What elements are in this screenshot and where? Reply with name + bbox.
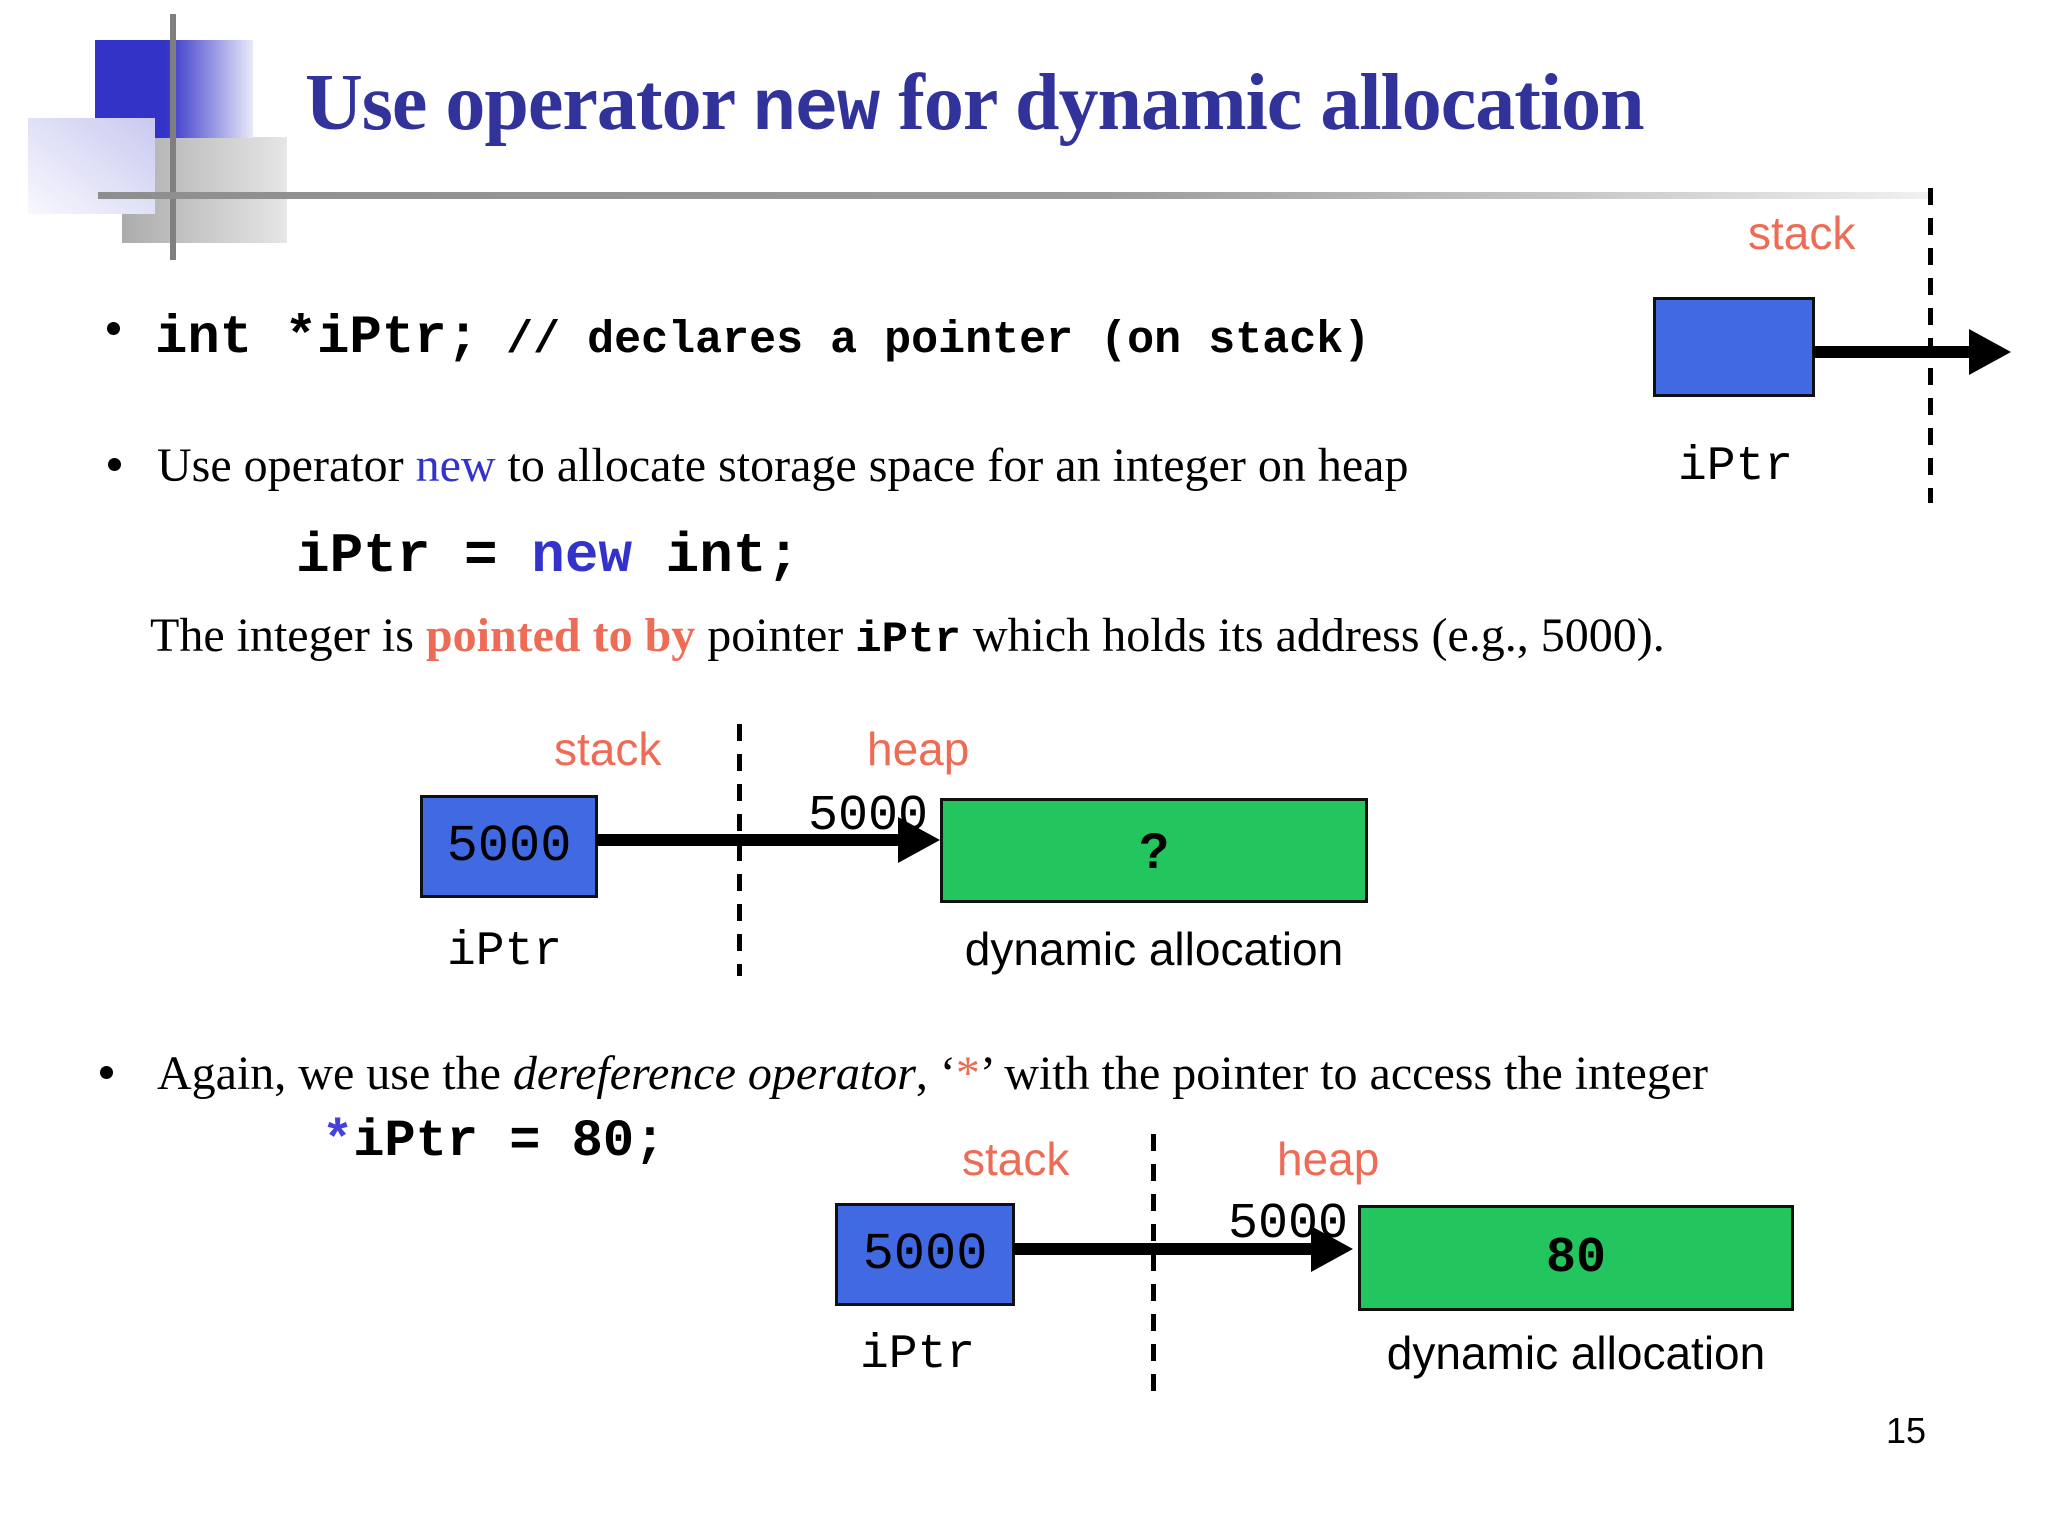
title-keyword-new: new	[752, 69, 881, 151]
diagram2-address-label: 5000	[1227, 1196, 1348, 1253]
code1-keyword-new: new	[531, 524, 633, 588]
bullet2-pre: Use operator	[157, 439, 416, 492]
diagram2-caption: dynamic allocation	[1386, 1327, 1766, 1379]
code1-line: iPtr = new int;	[296, 524, 800, 588]
title-pre: Use operator	[305, 59, 753, 147]
code2-star: *	[322, 1112, 354, 1171]
bullet2-line: Use operator new to allocate storage spa…	[157, 438, 1408, 493]
diagram1-pointer-cell: 5000	[420, 795, 598, 898]
diagram2-stack-label: stack	[962, 1133, 1070, 1185]
bullet-dot-2	[108, 458, 121, 471]
code2-rest: iPtr = 80;	[353, 1112, 666, 1171]
title-divider-line	[98, 192, 1930, 199]
bullet-dot-1	[107, 322, 120, 335]
bullet3-star: *	[955, 1047, 980, 1100]
bullet1-comment: // declares a pointer (on stack)	[479, 315, 1370, 366]
bullet1-code: int *iPtr;	[155, 308, 480, 369]
diagram1-stack-label: stack	[554, 723, 662, 775]
diagram1-heap-cell: ?	[940, 798, 1368, 903]
diagram2-heap-label: heap	[1277, 1133, 1380, 1185]
pointer-arrow-shaft-top	[1813, 346, 1971, 358]
stack-region-label-top: stack	[1748, 207, 1856, 259]
bullet3-mid: , ‘	[915, 1047, 956, 1100]
page-number: 15	[1886, 1410, 1927, 1451]
diagram2-heap-value: 80	[1545, 1229, 1606, 1287]
diagram1-address-label: 5000	[807, 788, 928, 845]
explain-post: which holds its address (e.g., 5000).	[960, 609, 1665, 662]
diagram1-caption: dynamic allocation	[964, 923, 1344, 975]
bullet-dot-3	[100, 1066, 113, 1079]
pointer-arrow-head-top	[1969, 329, 2011, 375]
pointer-cell-top	[1653, 297, 1815, 397]
diagram2-heap-cell: 80	[1358, 1205, 1794, 1311]
bullet3-pre: Again, we use the	[157, 1047, 513, 1100]
diagram2-pointer-cell: 5000	[835, 1203, 1015, 1306]
bullet2-post: to allocate storage space for an integer…	[495, 439, 1409, 492]
diagram2-dashed-line	[1151, 1134, 1156, 1400]
diagram2-pointer-value: 5000	[862, 1225, 988, 1284]
bullet1-line: int *iPtr; // declares a pointer (on sta…	[155, 308, 1370, 369]
explain-pre: The integer is	[150, 609, 426, 662]
code1-post: int;	[632, 524, 801, 588]
diagram1-dashed-line	[737, 724, 742, 976]
page-title: Use operator new for dynamic allocation	[305, 58, 1645, 151]
bullet1-comment-text: // declares a pointer (on stack)	[506, 315, 1371, 366]
explain-mid: pointer	[695, 609, 856, 662]
code1-pre: iPtr =	[296, 524, 532, 588]
decoration-lavender-square	[28, 118, 155, 214]
bullet3-post: ’ with the pointer to access the integer	[979, 1047, 1709, 1100]
diagram1-heap-label: heap	[867, 723, 970, 775]
diagram1-arrow-head	[898, 817, 940, 863]
diagram1-pointer-value: 5000	[446, 817, 572, 876]
explain-code-iptr: iPtr	[855, 615, 961, 665]
explain-highlight: pointed to by	[425, 609, 696, 662]
diagram2-pointer-name-label: iPtr	[860, 1328, 976, 1382]
decoration-vertical-line	[170, 14, 176, 260]
diagram2-arrow-shaft	[1013, 1243, 1315, 1255]
pointer-name-label-top: iPtr	[1678, 440, 1794, 494]
diagram1-pointer-name-label: iPtr	[447, 925, 563, 979]
explain-line: The integer is pointed to by pointer iPt…	[150, 608, 1665, 665]
diagram1-arrow-shaft	[596, 834, 902, 846]
code2-line: *iPtr = 80;	[322, 1112, 665, 1171]
bullet2-keyword-new: new	[415, 439, 496, 492]
bullet3-italic: dereference operator	[512, 1047, 916, 1100]
diagram1-heap-value: ?	[1138, 822, 1170, 879]
bullet3-line: Again, we use the dereference operator, …	[157, 1046, 1708, 1101]
title-post: for dynamic allocation	[879, 59, 1644, 147]
diagram2-arrow-head	[1311, 1226, 1353, 1272]
stack-boundary-dashed-line-top	[1928, 188, 1933, 503]
